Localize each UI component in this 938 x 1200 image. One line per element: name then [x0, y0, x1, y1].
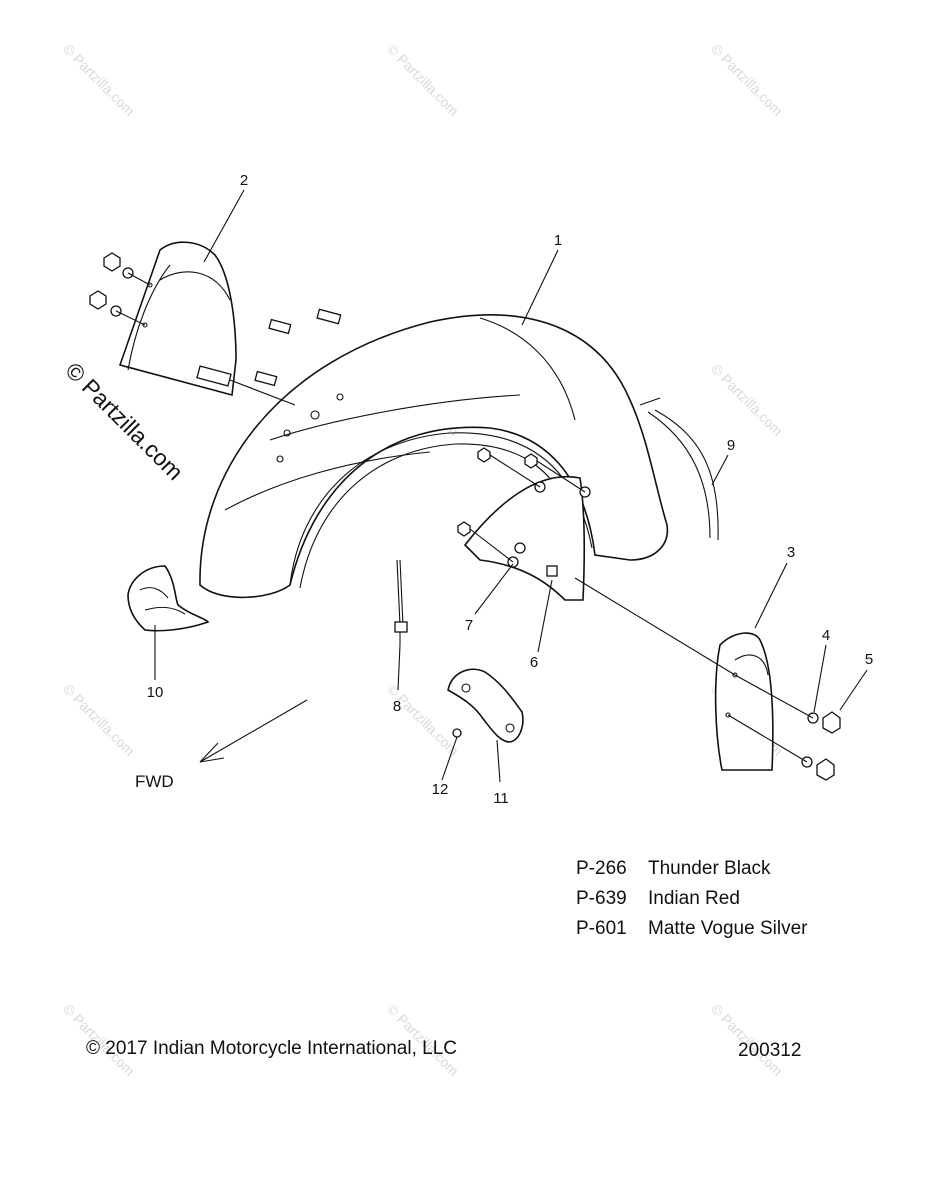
- callout-7: 7: [465, 617, 473, 634]
- paint-code: P-601: [576, 918, 627, 939]
- callout-numbers: 1 2 3 4 5 6 7 8 9 10 11 12: [147, 172, 874, 807]
- paint-code-legend: P-266 Thunder Black P-639 Indian Red P-6…: [576, 854, 807, 944]
- trim-strip-part: [639, 397, 719, 541]
- paint-code: P-266: [576, 858, 627, 879]
- callout-8: 8: [393, 698, 401, 715]
- fwd-label: FWD: [135, 772, 174, 791]
- paint-code-row: P-266 Thunder Black: [576, 854, 807, 884]
- callout-2: 2: [240, 172, 248, 189]
- paint-code-row: P-601 Matte Vogue Silver: [576, 914, 807, 944]
- paint-name: Indian Red: [648, 888, 740, 909]
- forward-arrow: FWD: [135, 699, 308, 791]
- watermark: © Partzilla.com: [60, 681, 138, 759]
- callout-11: 11: [493, 790, 509, 807]
- paint-code: P-639: [576, 888, 627, 909]
- paint-name: Thunder Black: [648, 858, 771, 879]
- callout-9: 9: [727, 437, 735, 454]
- paint-name: Matte Vogue Silver: [648, 918, 808, 939]
- watermark: © Partzilla.com: [708, 41, 786, 119]
- callout-6: 6: [530, 654, 538, 671]
- callout-12: 12: [432, 781, 449, 798]
- front-fender-part: [199, 314, 669, 599]
- watermark: © Partzilla.com: [384, 41, 462, 119]
- callout-3: 3: [787, 544, 795, 561]
- watermark: © Partzilla.com: [384, 681, 462, 759]
- callout-1: 1: [554, 232, 562, 249]
- leader-lines: [154, 189, 868, 783]
- figure-number: 200312: [738, 1040, 802, 1061]
- callout-10: 10: [147, 684, 164, 701]
- fender-trim-part: [127, 565, 210, 632]
- watermark: © Partzilla.com: [60, 41, 138, 119]
- watermark: © Partzilla.com: [708, 361, 786, 439]
- fender-tip-left-part: [118, 241, 237, 397]
- callout-5: 5: [865, 651, 873, 668]
- bracket-part: [447, 668, 524, 743]
- assembly-lines: [115, 272, 814, 763]
- callout-4: 4: [822, 627, 830, 644]
- rod-part: [394, 559, 408, 645]
- paint-code-row: P-639 Indian Red: [576, 884, 807, 914]
- fender-tip-right-part: [714, 632, 774, 771]
- copyright-notice: © 2017 Indian Motorcycle International, …: [86, 1038, 457, 1059]
